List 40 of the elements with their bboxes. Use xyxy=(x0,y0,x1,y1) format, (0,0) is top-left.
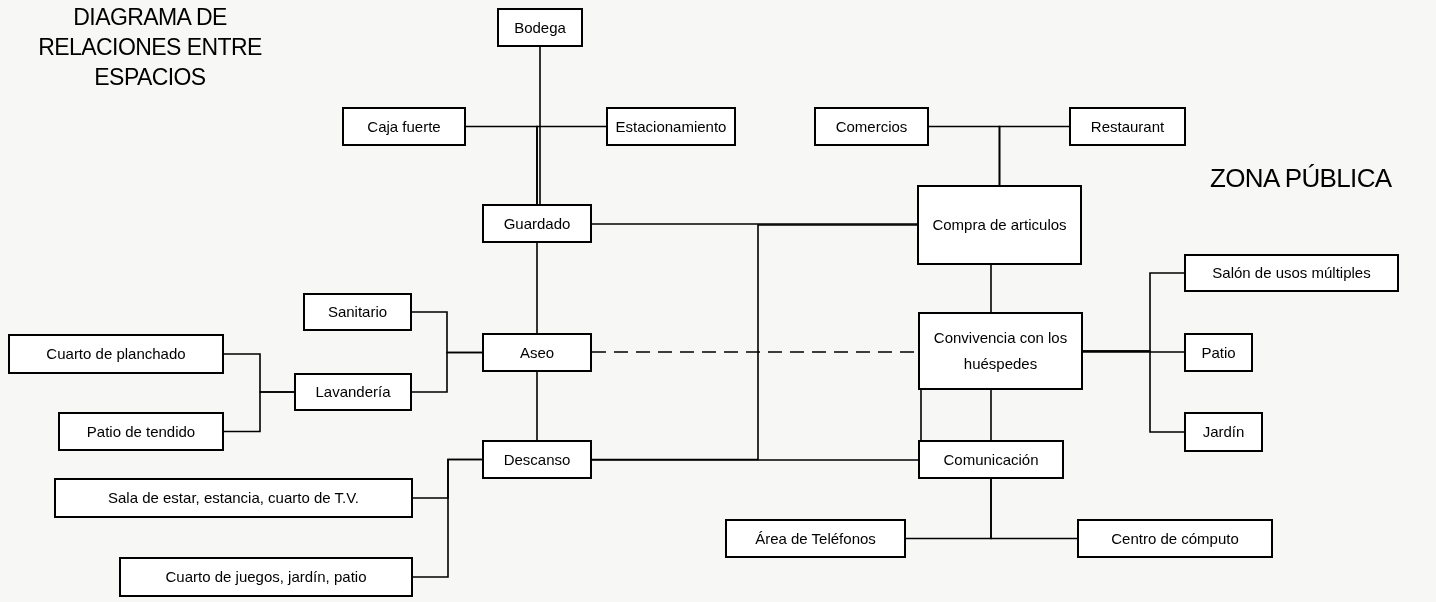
space-box: Descanso xyxy=(482,440,592,479)
connector-line xyxy=(1082,351,1185,353)
space-box: Compra de articulos xyxy=(917,185,1082,265)
space-box: Jardín xyxy=(1184,412,1263,452)
diagram-title: DIAGRAMA DE RELACIONES ENTRE ESPACIOS xyxy=(37,3,263,92)
connector-line xyxy=(412,458,483,578)
space-box: Patio de tendido xyxy=(58,412,224,451)
space-box: Centro de cómputo xyxy=(1077,519,1273,558)
connector-line xyxy=(990,264,992,313)
connector-line xyxy=(223,391,295,433)
space-box: Cuarto de planchado xyxy=(8,334,224,374)
space-box: Cuarto de juegos, jardín, patio xyxy=(119,557,413,597)
space-box: Restaurant xyxy=(1069,107,1186,146)
space-box: Sala de estar, estancia, cuarto de T.V. xyxy=(54,478,413,518)
space-box: Lavandería xyxy=(294,373,412,411)
connector-line xyxy=(1082,350,1185,433)
space-box: Área de Teléfonos xyxy=(725,519,906,558)
connector-line xyxy=(920,389,922,441)
connector-line xyxy=(536,125,607,205)
space-box: Comercios xyxy=(814,107,929,146)
space-box: Bodega xyxy=(497,8,583,47)
connector-line xyxy=(990,389,992,441)
connector-line xyxy=(990,478,1078,540)
space-box: Convivencia con los huéspedes xyxy=(918,312,1083,390)
space-box: Sanitario xyxy=(303,293,412,331)
connector-line xyxy=(591,459,919,461)
space-box: Caja fuerte xyxy=(342,107,466,146)
connector-line xyxy=(591,223,918,225)
connector-line xyxy=(536,242,538,334)
connector-line xyxy=(536,371,538,441)
space-box: Estacionamiento xyxy=(606,107,736,146)
space-box: Comunicación xyxy=(918,440,1064,479)
space-box: Salón de usos múltiples xyxy=(1184,254,1399,292)
space-box: Patio xyxy=(1184,333,1253,372)
space-box: Guardado xyxy=(482,204,592,243)
zone-label: ZONA PÚBLICA xyxy=(1210,162,1392,194)
connector-line xyxy=(539,46,541,205)
connector-line xyxy=(998,125,1070,186)
space-box: Aseo xyxy=(482,333,592,372)
connector-line xyxy=(411,351,483,393)
